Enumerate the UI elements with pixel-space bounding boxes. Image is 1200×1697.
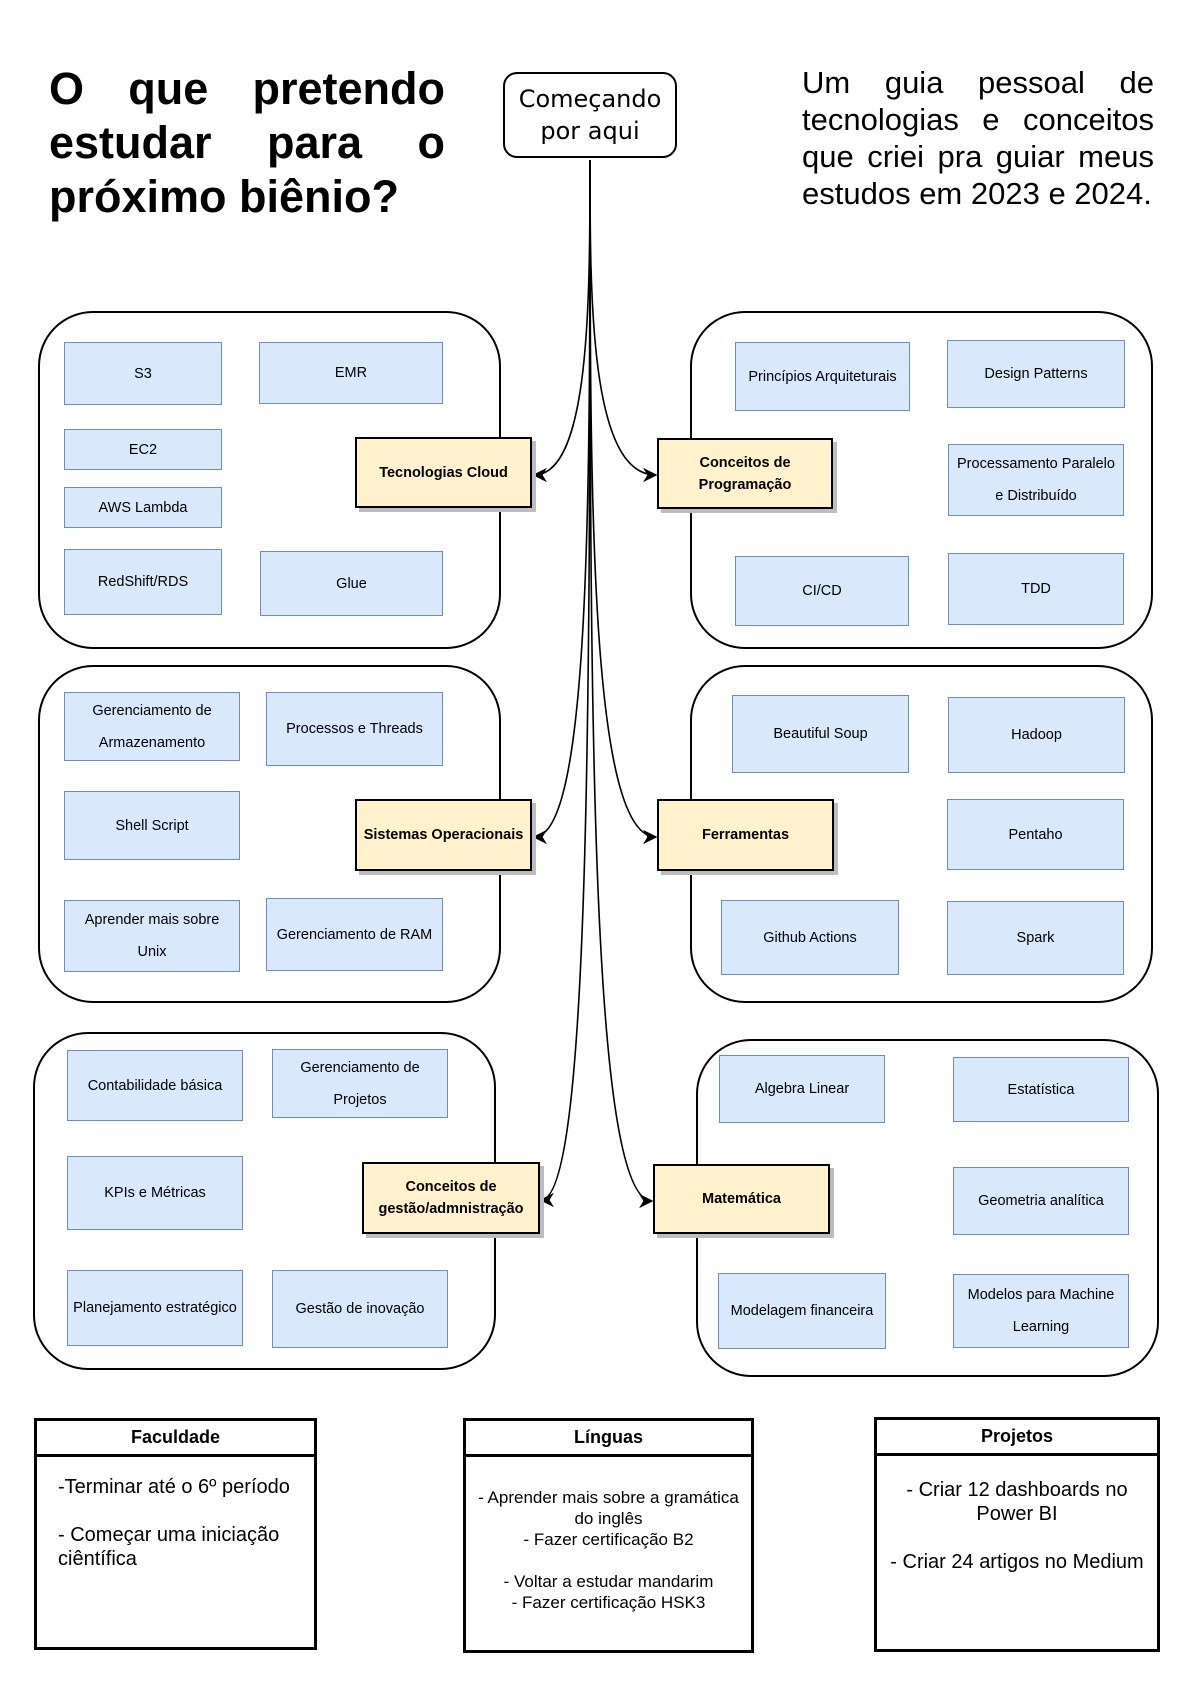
box-projetos-body: - Criar 12 dashboards no Power BI - Cria… [890, 1479, 1144, 1573]
box-linguas-title: Línguas [466, 1421, 751, 1457]
page-title: O que pretendo estudar para o próximo bi… [49, 63, 445, 222]
box-projetos: Projetos - Criar 12 dashboards no Power … [874, 1417, 1160, 1652]
item-geometria-analitica: Geometria analítica [953, 1167, 1129, 1235]
connector-sistemas [532, 159, 591, 845]
box-linguas-body: - Aprender mais sobre a gramática do ing… [478, 1488, 739, 1612]
box-linguas: Línguas - Aprender mais sobre a gramátic… [463, 1418, 754, 1653]
item-design-patterns: Design Patterns [947, 340, 1125, 408]
item-algebra-linear: Algebra Linear [719, 1055, 885, 1123]
item-beautiful-soup: Beautiful Soup [732, 695, 909, 773]
item-ci-cd: CI/CD [735, 556, 909, 626]
page-subtitle: Um guia pessoal de tecnologias e conceit… [802, 65, 1154, 211]
item-gerenciamento-armazenamento: Gerenciamento de Armazenamento [64, 692, 240, 761]
item-kpis-metricas: KPIs e Métricas [67, 1156, 243, 1230]
item-estatistica: Estatística [953, 1057, 1129, 1122]
item-github-actions: Github Actions [721, 900, 899, 975]
item-processamento-paralelo: Processamento Paralelo e Distribuído [948, 444, 1124, 516]
item-aws-lambda: AWS Lambda [64, 487, 222, 528]
category-tecnologias-cloud: Tecnologias Cloud [355, 437, 532, 508]
item-processos-threads: Processos e Threads [266, 692, 443, 766]
box-faculdade: Faculdade -Terminar até o 6º período - C… [34, 1418, 317, 1650]
item-planejamento-estrategico: Planejamento estratégico [67, 1270, 243, 1346]
item-spark: Spark [947, 901, 1124, 975]
item-modelos-machine-learning: Modelos para Machine Learning [953, 1274, 1129, 1348]
box-faculdade-body: -Terminar até o 6º período - Começar uma… [58, 1476, 290, 1570]
item-s3: S3 [64, 342, 222, 405]
connector-programacao [589, 159, 658, 483]
item-pentaho: Pentaho [947, 799, 1124, 870]
item-gestao-inovacao: Gestão de inovação [272, 1270, 448, 1348]
item-hadoop: Hadoop [948, 697, 1125, 773]
category-sistemas-operacionais: Sistemas Operacionais [355, 799, 532, 871]
connector-matematica [589, 159, 654, 1209]
item-redshift-rds: RedShift/RDS [64, 549, 222, 615]
box-projetos-title: Projetos [877, 1420, 1157, 1456]
start-node: Começando por aqui [503, 72, 677, 158]
item-emr: EMR [259, 342, 443, 404]
connector-ferramentas [589, 159, 658, 845]
connector-cloud [532, 159, 591, 483]
item-modelagem-financeira: Modelagem financeira [718, 1273, 886, 1349]
item-contabilidade-basica: Contabilidade básica [67, 1050, 243, 1121]
item-glue: Glue [260, 551, 443, 616]
connector-gestao [539, 159, 591, 1208]
category-conceitos-programacao: Conceitos de Programação [657, 438, 833, 509]
item-tdd: TDD [948, 553, 1124, 625]
item-shell-script: Shell Script [64, 791, 240, 860]
item-gerenciamento-projetos: Gerenciamento de Projetos [272, 1049, 448, 1118]
category-conceitos-gestao: Conceitos de gestão/admnistração [362, 1162, 540, 1234]
item-aprender-unix: Aprender mais sobre Unix [64, 900, 240, 972]
category-matematica: Matemática [653, 1164, 830, 1234]
item-gerenciamento-ram: Gerenciamento de RAM [266, 898, 443, 971]
box-faculdade-title: Faculdade [37, 1421, 314, 1457]
item-ec2: EC2 [64, 429, 222, 470]
category-ferramentas: Ferramentas [657, 799, 834, 871]
item-principios-arquiteturais: Princípios Arquiteturais [735, 342, 910, 411]
